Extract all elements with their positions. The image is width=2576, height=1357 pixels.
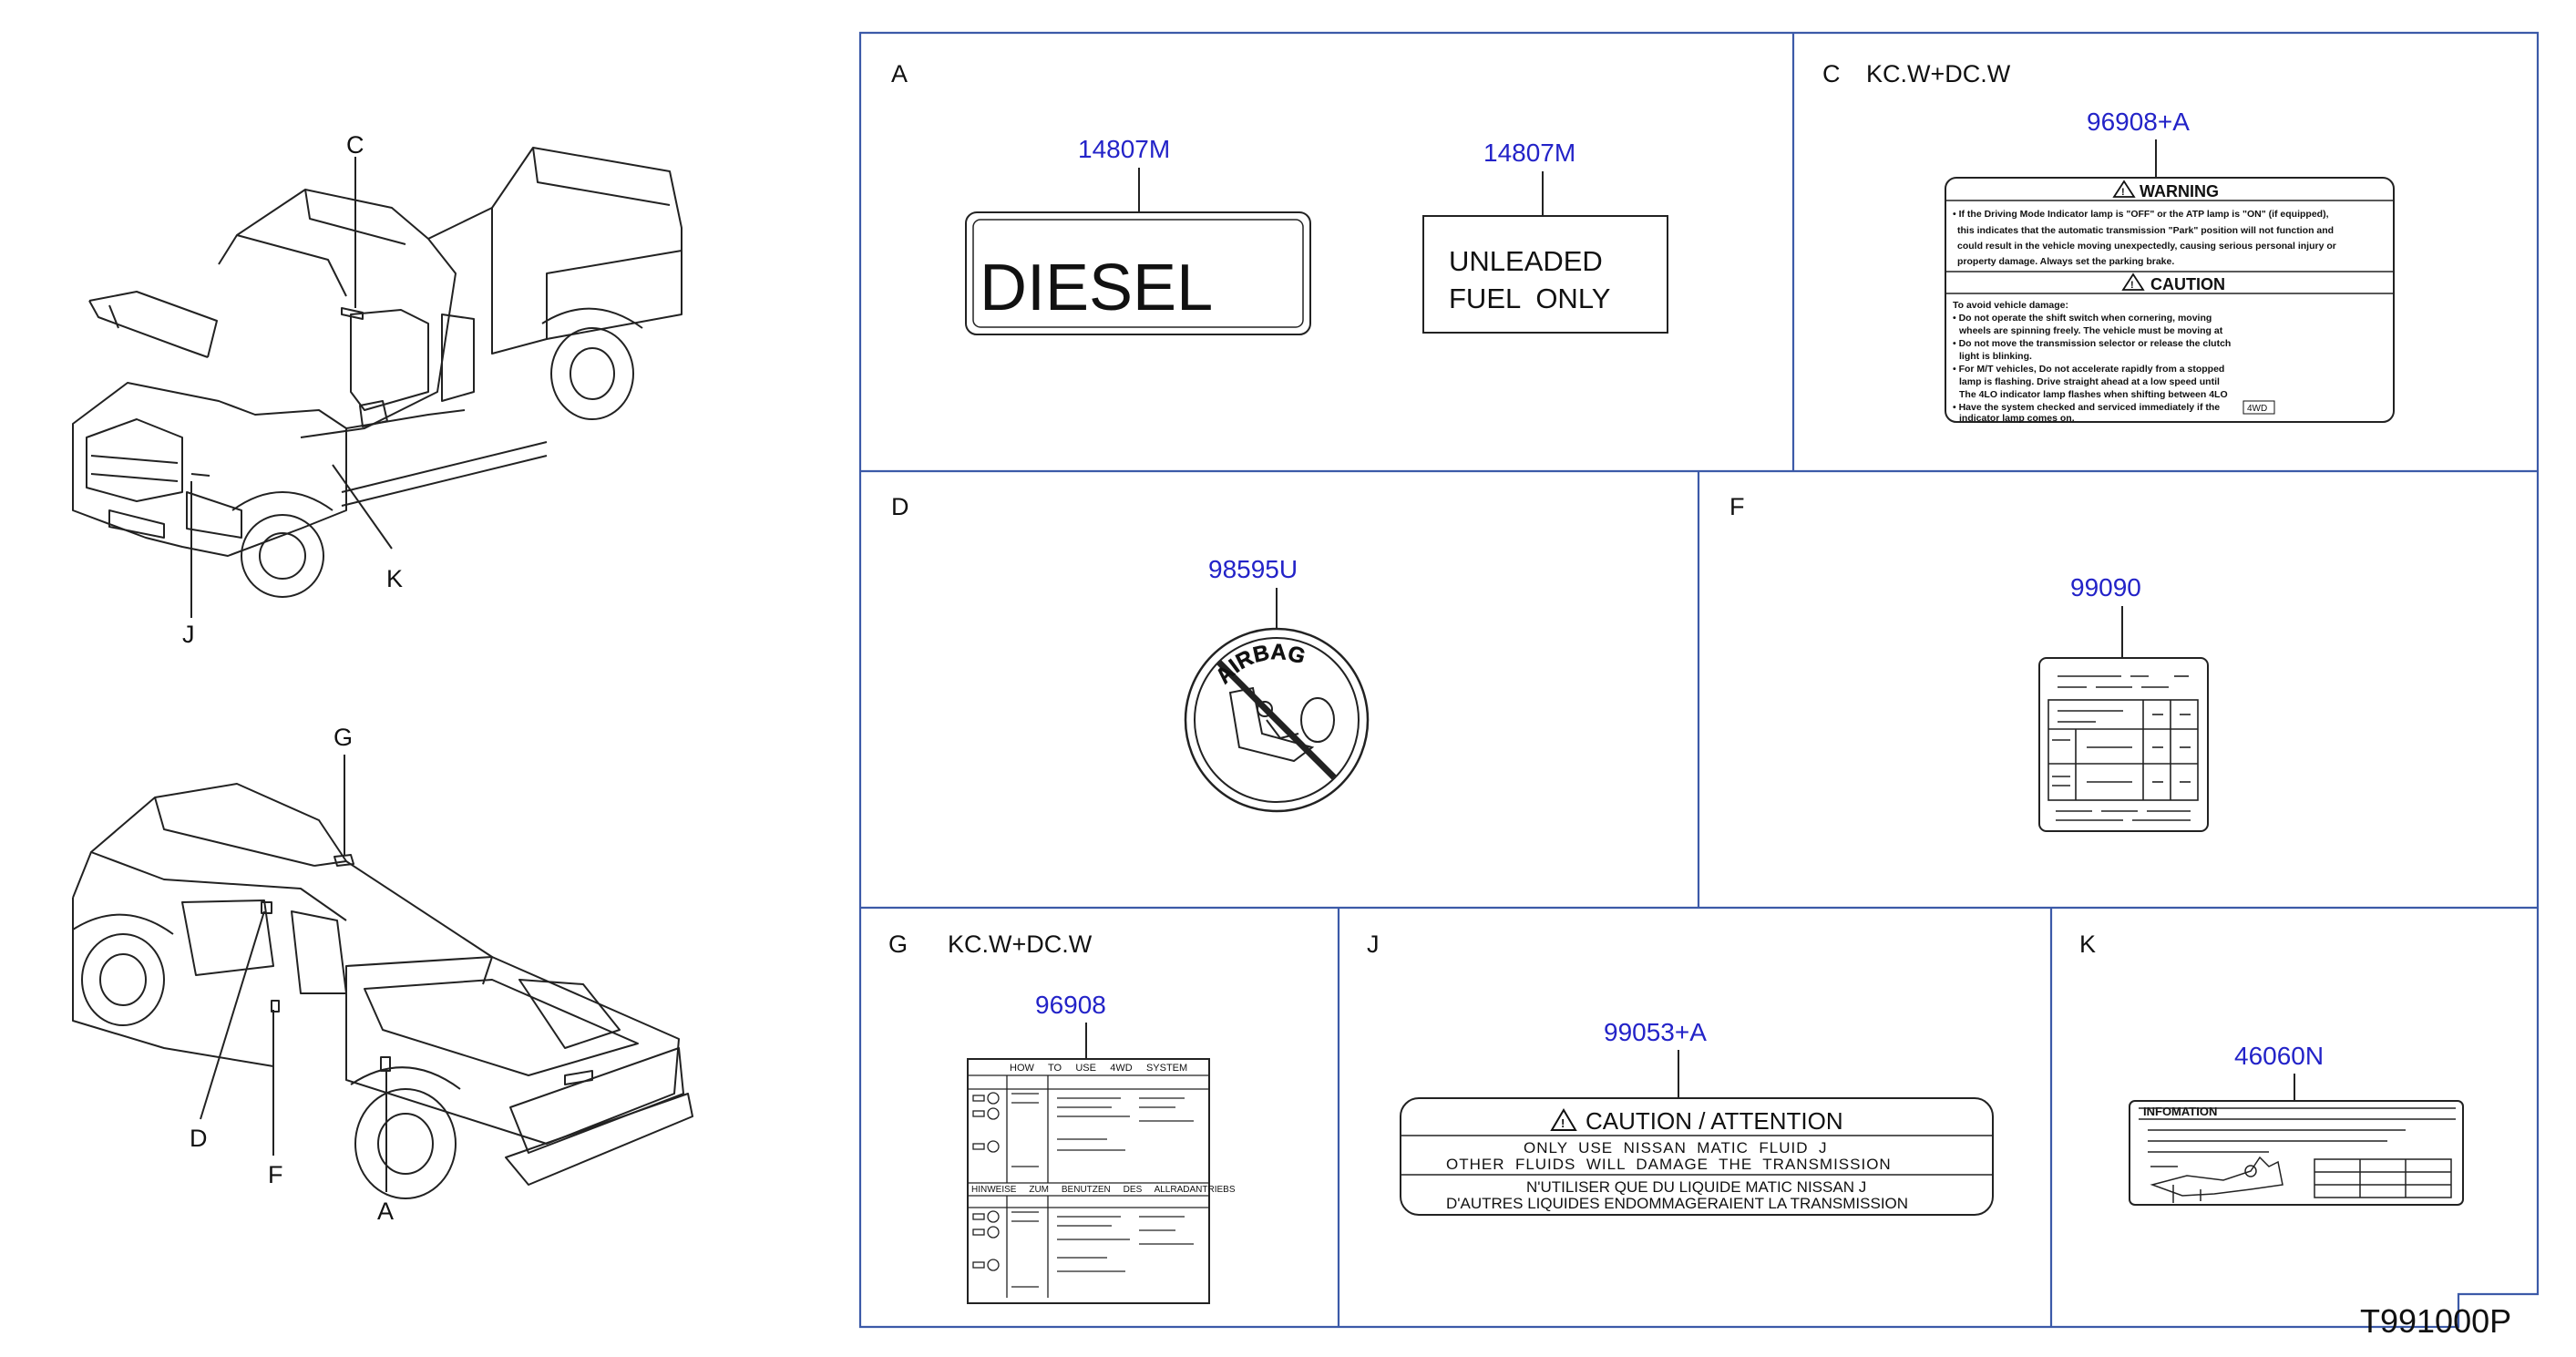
panel-g: G KC.W+DC.W 96908 HOW TO USE 4WD SYSTEM …: [888, 930, 1236, 1304]
airbag-label-inner: [1194, 637, 1360, 803]
tire-info-lines: [2047, 675, 2199, 821]
svg-text:property damage. Always set th: property damage. Always set the parking …: [1957, 256, 2174, 267]
panel-k-letter: K: [2079, 930, 2096, 958]
svg-text:• Have the system checked and: • Have the system checked and serviced i…: [1953, 402, 2220, 413]
panel-frame: [858, 31, 2540, 1329]
panel-g-variant: KC.W+DC.W: [948, 930, 1093, 958]
hood-info-lines: [2139, 1107, 2456, 1203]
panel-f: F 99090: [1729, 493, 2209, 832]
vehicle-rear-view: [72, 783, 693, 1199]
panel-j-part[interactable]: 99053+A: [1604, 1018, 1707, 1046]
fourwd-instructions-label: [967, 1058, 1210, 1304]
caution-attention-triangle-icon: [1550, 1108, 1577, 1131]
panel-g-part[interactable]: 96908: [1035, 991, 1106, 1019]
airbag-text: AIRBAG: [1211, 640, 1309, 688]
panel-j-letter: J: [1367, 930, 1380, 958]
transmission-line4: D'AUTRES LIQUIDES ENDOMMAGERAIENT LA TRA…: [1446, 1195, 1908, 1212]
panel-a-part-left[interactable]: 14807M: [1078, 135, 1170, 163]
panel-g-letter: G: [888, 930, 908, 958]
transmission-line3: N'UTILISER QUE DU LIQUIDE MATIC NISSAN J: [1526, 1178, 1866, 1196]
svg-text:• Do not move the transmission: • Do not move the transmission selector …: [1953, 338, 2231, 349]
front-view-leaders: [190, 157, 393, 618]
callout-g: G: [334, 724, 353, 751]
svg-text:wheels are spinning freely. Th: wheels are spinning freely. The vehicle …: [1958, 325, 2223, 336]
panel-f-part[interactable]: 99090: [2070, 573, 2141, 601]
svg-text:light is blinking.: light is blinking.: [1959, 351, 2032, 362]
callout-c: C: [346, 131, 364, 159]
panel-d: D 98595U AIRBAG: [891, 493, 1370, 813]
warning-text-block: • If the Driving Mode Indicator lamp is …: [1953, 209, 2336, 267]
caution-text-block: To avoid vehicle damage: • Do not operat…: [1953, 300, 2231, 424]
callout-j: J: [182, 621, 195, 648]
transmission-line1: ONLY USE NISSAN MATIC FLUID J: [1524, 1139, 1827, 1157]
transmission-line2: OTHER FLUIDS WILL DAMAGE THE TRANSMISSIO…: [1446, 1156, 1892, 1173]
panel-c-variant: KC.W+DC.W: [1866, 60, 2011, 87]
panel-k-part[interactable]: 46060N: [2234, 1042, 2324, 1070]
panel-j: J 99053+A ! CAUTION / ATTENTION ONLY USE…: [1367, 930, 1994, 1216]
panel-c: C KC.W+DC.W 96908+A ! WARNING • If the D…: [1822, 60, 2395, 424]
svg-text:lamp is flashing. Drive straig: lamp is flashing. Drive straight ahead a…: [1959, 376, 2220, 387]
svg-text:• Do not operate the shift sw: • Do not operate the shift switch when c…: [1953, 313, 2212, 324]
callout-k: K: [386, 565, 403, 592]
hood-info-heading: INFOMATION: [2143, 1105, 2217, 1118]
warning-caution-label: [1945, 177, 2395, 423]
svg-text:!: !: [2130, 280, 2134, 291]
svg-text:!: !: [2121, 187, 2125, 198]
diagram-code: T991000P: [2360, 1302, 2511, 1340]
caution-title: CAUTION: [2150, 275, 2225, 293]
svg-text:• If the Driving Mode Indicato: • If the Driving Mode Indicator lamp is …: [1953, 209, 2329, 220]
fourwd-instructions-grid: [968, 1074, 1209, 1298]
svg-text:To avoid vehicle damage:: To avoid vehicle damage:: [1953, 300, 2068, 311]
panel-c-part[interactable]: 96908+A: [2087, 108, 2190, 136]
caution-triangle-icon: [2121, 272, 2145, 291]
airbag-label-outer: [1184, 627, 1370, 813]
diesel-label-text: DIESEL: [980, 252, 1213, 324]
transmission-fluid-label: [1400, 1097, 1994, 1216]
panel-f-letter: F: [1729, 493, 1745, 520]
svg-text:this indicates that the automa: this indicates that the automatic transm…: [1957, 225, 2334, 236]
child-seat-icon: [1228, 686, 1335, 763]
warning-title: WARNING: [2140, 182, 2219, 200]
transmission-heading: CAUTION / ATTENTION: [1586, 1107, 1843, 1135]
panel-a-letter: A: [891, 60, 908, 87]
diesel-label-inner: [972, 219, 1304, 328]
svg-text:The 4LO indicator lamp flashes: The 4LO indicator lamp flashes when shif…: [1959, 389, 2228, 400]
unleaded-label-line2: FUEL ONLY: [1449, 283, 1610, 314]
svg-text:!: !: [1561, 1116, 1565, 1130]
svg-text:could result in the vehicle mo: could result in the vehicle moving unexp…: [1957, 241, 2336, 252]
panel-d-part[interactable]: 98595U: [1208, 555, 1298, 583]
svg-text:• For M/T vehicles, Do not acc: • For M/T vehicles, Do not accelerate ra…: [1953, 364, 2224, 375]
panel-a: A 14807M DIESEL 14807M UNLEADED FUEL ONL…: [891, 60, 1668, 335]
callout-a: A: [377, 1198, 394, 1225]
panel-a-part-right[interactable]: 14807M: [1483, 139, 1575, 167]
panel-d-letter: D: [891, 493, 909, 520]
panel-k: K 46060N INFOMATION: [2079, 930, 2464, 1206]
callout-d: D: [190, 1125, 208, 1152]
unleaded-label: [1422, 215, 1668, 334]
rear-view-leaders: [200, 755, 387, 1192]
fourwd-title-en: HOW TO USE 4WD SYSTEM: [1010, 1063, 1187, 1074]
diesel-label-outer: [965, 211, 1311, 335]
warning-triangle-icon: [2112, 180, 2136, 198]
callout-f: F: [268, 1161, 283, 1188]
panel-c-letter: C: [1822, 60, 1841, 87]
hood-info-label: [2129, 1100, 2464, 1206]
tire-info-label: [2038, 657, 2209, 832]
vehicle-front-view: [72, 147, 682, 598]
unleaded-label-line1: UNLEADED: [1449, 245, 1603, 277]
fourwd-indicator-box: 4WD: [2247, 404, 2267, 414]
svg-text:indicator lamp comes on.: indicator lamp comes on.: [1959, 413, 2075, 424]
fourwd-title-de: HINWEISE ZUM BENUTZEN DES ALLRADANTRIEBS: [971, 1185, 1236, 1195]
